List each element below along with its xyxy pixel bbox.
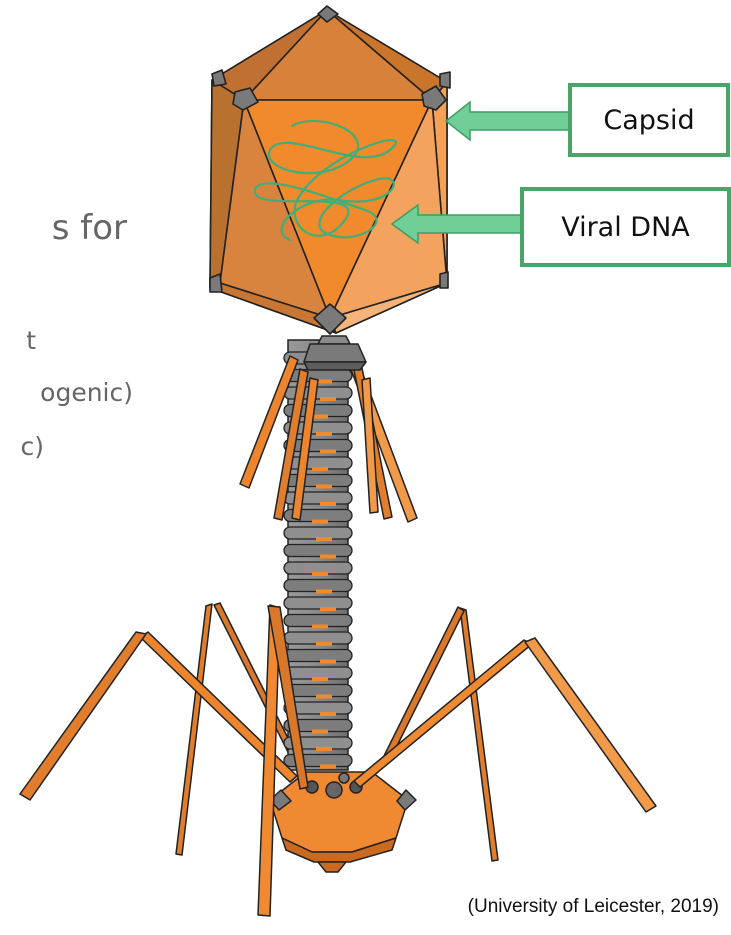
sheath-stripe (320, 712, 336, 716)
sheath-stripe (316, 537, 332, 541)
sheath-stripe (316, 642, 332, 646)
sheath-stripe (320, 502, 336, 506)
viral-dna-arrow (392, 205, 523, 243)
sheath-stripe (312, 730, 328, 734)
sheath-stripe (312, 467, 328, 471)
sheath-stripe (316, 432, 332, 436)
sheath-stripe (312, 572, 328, 576)
capsid-label: Capsid (568, 83, 730, 157)
capsid-label-text: Capsid (603, 105, 694, 136)
sheath-stripe (316, 485, 332, 489)
sheath-stripe (320, 555, 336, 559)
sheath-stripe (320, 607, 336, 611)
sheath-stripe (320, 765, 336, 769)
sheath-ring (284, 650, 352, 662)
sheath-stripe (320, 397, 336, 401)
sheath-ring (284, 387, 352, 399)
capsid-arrow (446, 102, 574, 140)
sheath-stripe (312, 520, 328, 524)
sheath-stripe (316, 590, 332, 594)
base-plate (270, 772, 416, 872)
sheath-stripe (316, 695, 332, 699)
sheath-stripe (312, 415, 328, 419)
sheath-stripe (320, 450, 336, 454)
viral-dna-label-text: Viral DNA (561, 212, 690, 243)
sheath-stripe (320, 660, 336, 664)
sheath-stripe (316, 747, 332, 751)
viral-dna-label: Viral DNA (520, 187, 731, 267)
sheath-stripe (312, 625, 328, 629)
sheath-ring (284, 597, 352, 609)
source-citation: (University of Leicester, 2019) (468, 896, 719, 918)
sheath-stripe (312, 677, 328, 681)
sheath-ring (284, 545, 352, 557)
